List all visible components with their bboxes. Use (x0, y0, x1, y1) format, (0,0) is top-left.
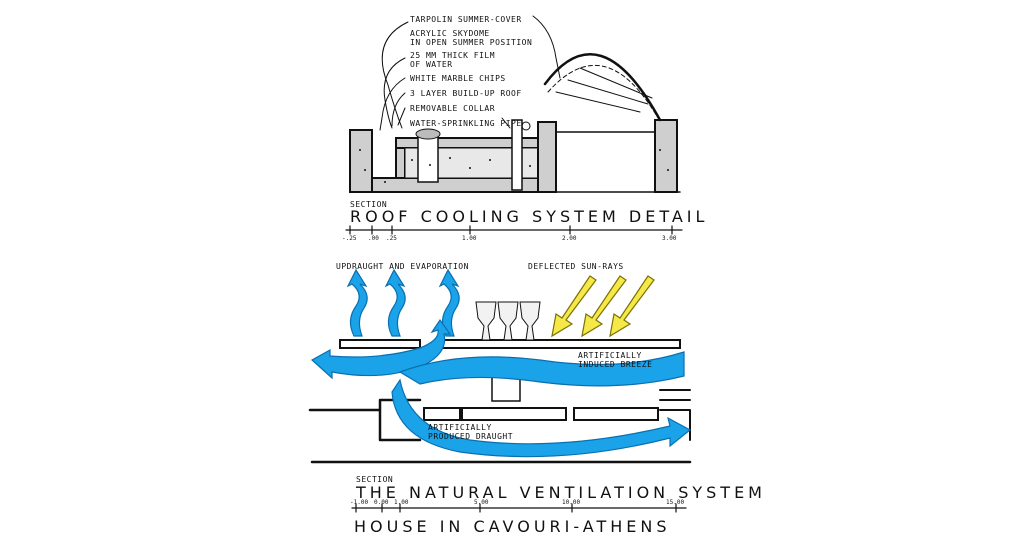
roof-section-label: SECTION (350, 200, 387, 209)
roof-scale-tick: 2.00 (562, 235, 577, 242)
label-draught-2: PRODUCED DRAUGHT (428, 432, 513, 441)
ventilation-title: THE NATURAL VENTILATION SYSTEM (355, 483, 766, 502)
roof-scale-tick: 1.00 (462, 235, 477, 242)
vent-scale-tick: 15.00 (666, 499, 684, 506)
roof-scale-tick: .25 (386, 235, 397, 242)
roof-labels: TARPOLIN SUMMER-COVER ACRYLIC SKYDOME IN… (410, 15, 532, 128)
label-water-film-2: OF WATER (410, 60, 453, 69)
label-water-film: 25 MM THICK FILM (410, 51, 495, 60)
label-skydome: ACRYLIC SKYDOME (410, 29, 490, 38)
sun-ray-arrows (551, 275, 655, 338)
label-updraught: UPDRAUGHT AND EVAPORATION (336, 262, 469, 271)
label-draught: ARTIFICIALLY (428, 423, 492, 432)
vent-scale-tick: -1.00 (350, 499, 368, 506)
roof-title: ROOF COOLING SYSTEM DETAIL (350, 207, 708, 226)
label-breeze-2: INDUCED BREEZE (578, 360, 652, 369)
label-sprinkling-pipe: WATER-SPRINKLING PIPE (410, 119, 522, 128)
roof-detail-drawing (349, 15, 681, 193)
roof-scale-tick: -.25 (342, 235, 357, 242)
roof-scale-bar: -.25 .00 .25 1.00 2.00 3.00 (342, 225, 683, 242)
label-sunrays: DEFLECTED SUN-RAYS (528, 262, 624, 271)
roof-scale-tick: .00 (368, 235, 379, 242)
air-flow-arrows (310, 268, 692, 458)
label-collar: REMOVABLE COLLAR (410, 104, 495, 113)
roof-scale-tick: 3.00 (662, 235, 677, 242)
vent-scale-tick: 1.00 (394, 499, 409, 506)
label-tarpolin: TARPOLIN SUMMER-COVER (410, 15, 522, 24)
ventilation-section-label: SECTION (356, 475, 393, 484)
label-breeze: ARTIFICIALLY (578, 351, 642, 360)
label-build-up-roof: 3 LAYER BUILD-UP ROOF (410, 89, 522, 98)
ventilation-scale-bar: -1.00 0.00 1.00 5.00 10.00 15.00 (350, 499, 687, 513)
sheet-title: HOUSE IN CAVOURI-ATHENS (354, 517, 671, 536)
label-skydome-2: IN OPEN SUMMER POSITION (410, 38, 532, 47)
vent-scale-tick: 5.00 (474, 499, 489, 506)
vent-scale-tick: 0.00 (374, 499, 389, 506)
vent-scale-tick: 10.00 (562, 499, 580, 506)
label-marble-chips: WHITE MARBLE CHIPS (410, 74, 506, 83)
